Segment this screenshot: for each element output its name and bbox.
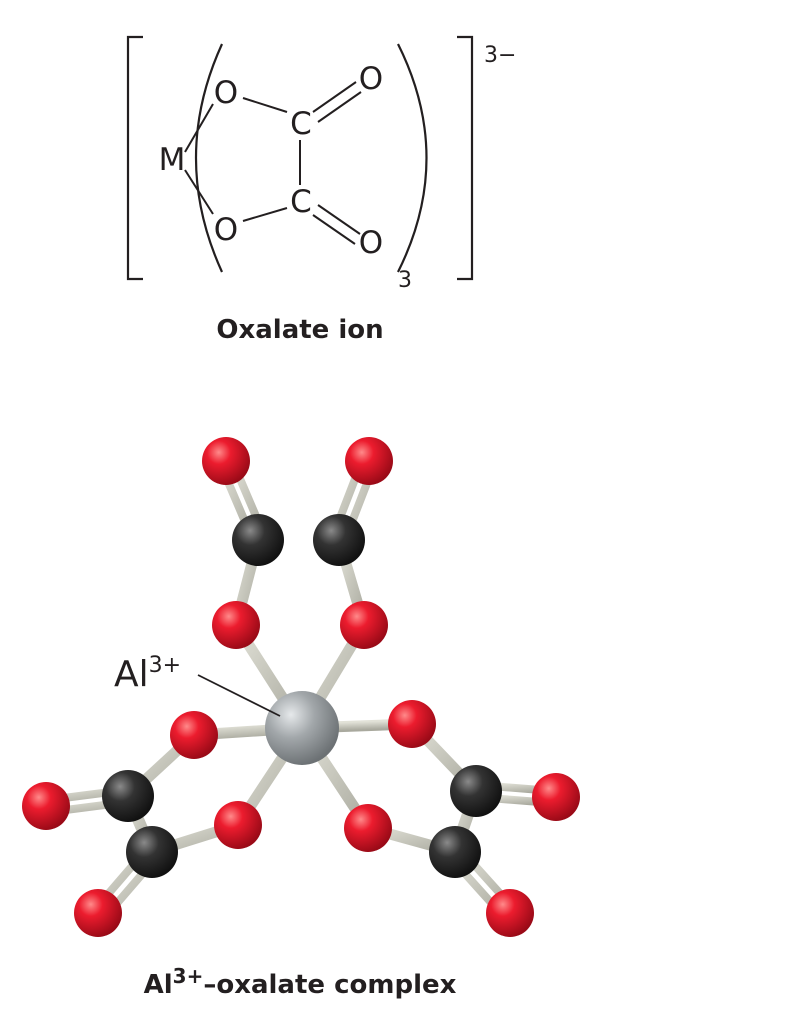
oxygen-atom	[486, 889, 534, 937]
right-parenthesis	[397, 43, 428, 273]
caption-ion-charge: 3+	[172, 964, 204, 988]
carbon-atom	[313, 514, 365, 566]
oxygen-atom	[74, 889, 122, 937]
oxygen-symbol-bottom-right: O	[359, 225, 383, 261]
oxygen-atom	[532, 773, 580, 821]
oxygen-atom	[212, 601, 260, 649]
al-oxalate-complex-caption: Al3+–oxalate complex	[0, 964, 600, 1000]
left-parenthesis	[194, 43, 224, 273]
metal-symbol: M	[159, 142, 186, 178]
oxygen-symbol-top-right: O	[359, 61, 383, 97]
oxygen-atom	[388, 700, 436, 748]
ligand-count-subscript: 3	[398, 268, 412, 293]
model-atoms	[22, 437, 580, 937]
aluminum-atom	[265, 691, 339, 765]
al-oxalate-ball-and-stick-model: Al3+	[22, 437, 580, 937]
bond-metal-oxygen-bottom	[184, 169, 214, 215]
carbon-atom	[126, 826, 178, 878]
left-square-bracket	[126, 35, 143, 281]
carbon-atom	[450, 765, 502, 817]
carbon-symbol-top: C	[290, 106, 312, 142]
bond-metal-oxygen-top	[184, 103, 214, 153]
carbon-atom	[102, 770, 154, 822]
aluminum-label-charge: 3+	[149, 653, 181, 678]
oxygen-symbol-bottom-left: O	[214, 212, 238, 248]
carbon-symbol-bottom: C	[290, 184, 312, 220]
oxygen-atom	[340, 601, 388, 649]
oxalate-structural-formula: M O O C C O O 3 3−	[126, 35, 516, 293]
aluminum-label-symbol: Al	[114, 654, 149, 695]
aluminum-ion-label: Al3+	[114, 653, 181, 695]
oxygen-symbol-top-left: O	[214, 75, 238, 111]
bond-oxygen-carbon-top	[242, 97, 288, 113]
double-bond-top	[312, 81, 362, 123]
oxygen-atom	[344, 804, 392, 852]
oxygen-atom	[22, 782, 70, 830]
right-square-bracket	[457, 35, 474, 281]
caption-complex-text: –oxalate complex	[203, 970, 457, 1000]
carbon-atom	[429, 826, 481, 878]
oxygen-atom	[170, 711, 218, 759]
charge-superscript: 3−	[484, 43, 516, 68]
double-bond-bottom	[312, 204, 361, 245]
carbon-atom	[232, 514, 284, 566]
oxygen-atom	[214, 801, 262, 849]
oxygen-atom	[202, 437, 250, 485]
aluminum-label-leader-line	[197, 674, 281, 717]
oxalate-ion-caption: Oxalate ion	[216, 315, 384, 345]
oxygen-atom	[345, 437, 393, 485]
bond-oxygen-carbon-bottom	[242, 207, 288, 222]
caption-ion-symbol: Al	[143, 970, 173, 1000]
